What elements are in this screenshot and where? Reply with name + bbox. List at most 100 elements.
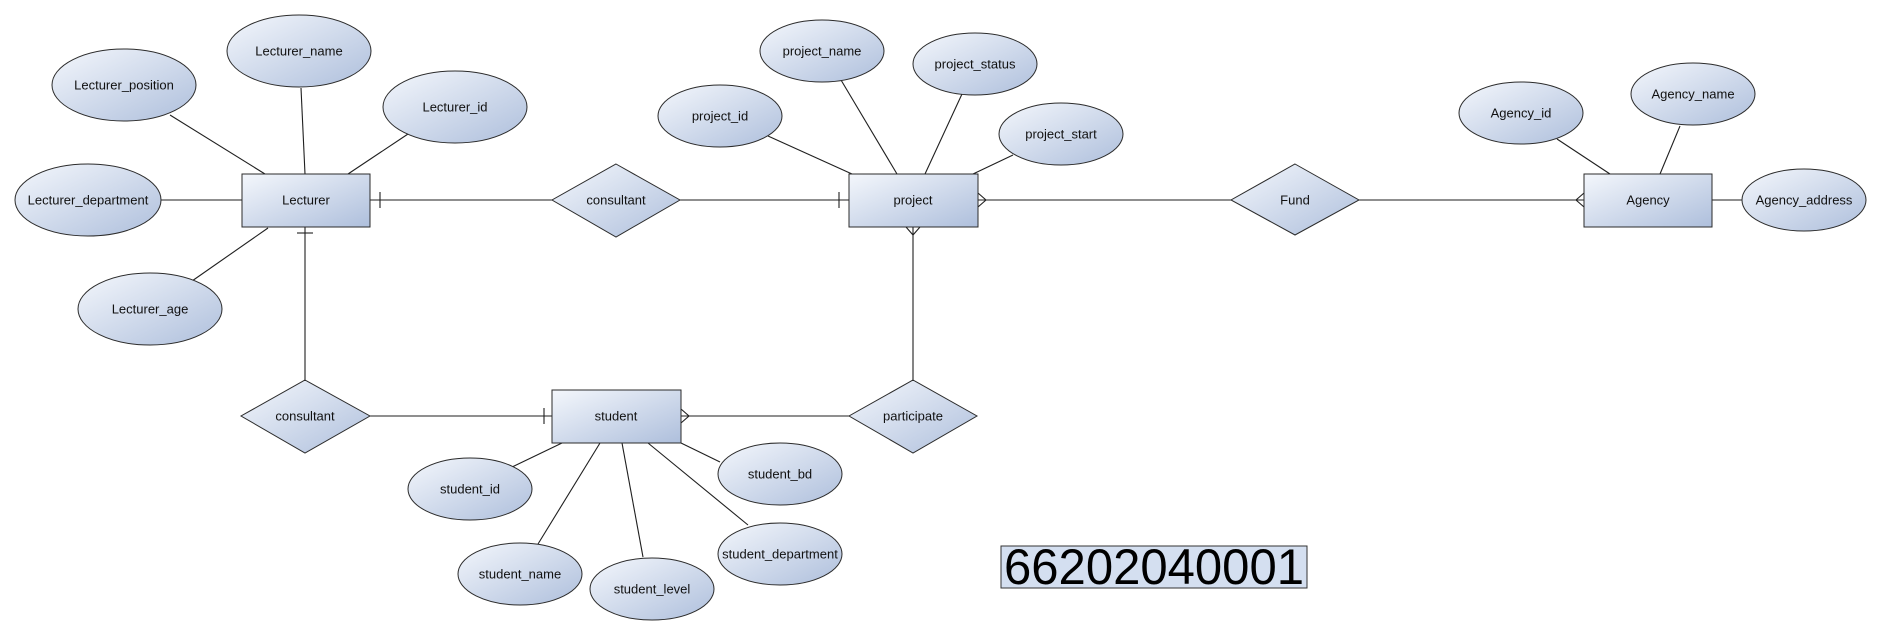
edge-student-department xyxy=(647,442,749,526)
attribute-ellipse xyxy=(589,557,715,621)
id-stamp-text: 66202040001 xyxy=(1004,539,1304,595)
edge-agency-name xyxy=(1659,125,1681,175)
edge-student-id xyxy=(509,442,563,469)
attribute-student-id[interactable]: student_id xyxy=(407,457,533,521)
attribute-project-id[interactable]: project_id xyxy=(657,84,783,148)
entity-lecturer[interactable]: Lecturer xyxy=(241,173,371,228)
edge-project-start xyxy=(972,154,1014,175)
entity-lecturer-label: Lecturer xyxy=(282,193,330,208)
attribute-lecturer-department[interactable]: Lecturer_department xyxy=(14,163,162,237)
attribute-label: student_bd xyxy=(748,467,812,482)
attribute-ellipse xyxy=(457,542,583,606)
entity-project[interactable]: project xyxy=(848,173,979,228)
connectors xyxy=(160,79,1742,558)
attribute-project-name[interactable]: project_name xyxy=(759,19,885,83)
relationship-participate-diamond xyxy=(847,379,979,454)
attribute-label: student_level xyxy=(614,582,691,597)
attribute-project-status[interactable]: project_status xyxy=(912,32,1038,96)
attribute-label: project_start xyxy=(1025,127,1097,142)
relationship-consultant2-label: consultant xyxy=(275,409,335,424)
attribute-ellipse xyxy=(51,48,197,122)
attribute-ellipse xyxy=(77,272,223,346)
attribute-agency-id[interactable]: Agency_id xyxy=(1458,81,1584,145)
relationship-participate[interactable]: participate xyxy=(847,379,979,454)
id-stamp-box xyxy=(1000,545,1308,589)
attribute-ellipse xyxy=(717,522,843,586)
many-marker-project-bottom xyxy=(905,226,921,236)
edge-student-level xyxy=(621,442,644,558)
attribute-student-department[interactable]: student_department xyxy=(717,522,843,586)
many-marker-agency-left xyxy=(1575,192,1585,208)
entity-agency-box xyxy=(1583,173,1713,228)
attribute-agency-name[interactable]: Agency_name xyxy=(1630,62,1756,126)
attribute-lecturer-id[interactable]: Lecturer_id xyxy=(382,70,528,144)
edge-lecturer-age xyxy=(191,227,269,282)
relationship-consultant-diamond xyxy=(550,163,682,238)
attribute-label: Agency_address xyxy=(1756,193,1853,208)
relationship-consultant-lecturer-student[interactable]: consultant xyxy=(239,379,372,454)
attribute-label: Lecturer_age xyxy=(112,302,189,317)
attribute-student-bd[interactable]: student_bd xyxy=(717,442,843,506)
edge-project-id xyxy=(767,135,853,175)
attribute-ellipse xyxy=(226,14,372,88)
relationship-consultant2-diamond xyxy=(239,379,372,454)
entity-project-label: project xyxy=(893,193,932,208)
entity-student-label: student xyxy=(595,409,638,424)
cardinality-markers xyxy=(297,192,1585,424)
attribute-label: Lecturer_name xyxy=(255,44,342,59)
relationship-fund-label: Fund xyxy=(1280,193,1310,208)
entity-student-box xyxy=(551,389,682,444)
attribute-label: Agency_id xyxy=(1491,106,1552,121)
attribute-project-start[interactable]: project_start xyxy=(998,102,1124,166)
attribute-label: Lecturer_id xyxy=(422,100,487,115)
entity-agency-label: Agency xyxy=(1626,193,1670,208)
relationship-consultant-label: consultant xyxy=(586,193,646,208)
edge-lecturer-id xyxy=(347,133,409,175)
attribute-label: student_id xyxy=(440,482,500,497)
attribute-ellipse xyxy=(1458,81,1584,145)
attribute-label: project_name xyxy=(783,44,862,59)
edge-student-name xyxy=(537,442,601,545)
entity-project-box xyxy=(848,173,979,228)
entity-student[interactable]: student xyxy=(551,389,682,444)
attribute-ellipse xyxy=(1630,62,1756,126)
attribute-label: project_status xyxy=(935,57,1016,72)
attribute-ellipse xyxy=(407,457,533,521)
attribute-ellipse xyxy=(382,70,528,144)
attribute-label: Agency_name xyxy=(1651,87,1734,102)
attribute-ellipse xyxy=(759,19,885,83)
attribute-ellipse xyxy=(912,32,1038,96)
entity-lecturer-box xyxy=(241,173,371,228)
attribute-ellipse xyxy=(14,163,162,237)
edge-lecturer-position xyxy=(169,114,266,175)
edge-agency-id xyxy=(1556,138,1611,175)
edge-project-name xyxy=(840,79,898,175)
many-marker-project-right xyxy=(977,192,987,208)
attribute-student-name[interactable]: student_name xyxy=(457,542,583,606)
entity-agency[interactable]: Agency xyxy=(1583,173,1713,228)
attribute-label: student_name xyxy=(479,567,561,582)
relationship-fund[interactable]: Fund xyxy=(1229,163,1361,236)
attribute-student-level[interactable]: student_level xyxy=(589,557,715,621)
relationship-participate-label: participate xyxy=(883,409,943,424)
attribute-lecturer-name[interactable]: Lecturer_name xyxy=(226,14,372,88)
attribute-label: Lecturer_department xyxy=(28,193,149,208)
attribute-lecturer-position[interactable]: Lecturer_position xyxy=(51,48,197,122)
relationship-consultant-lecturer-project[interactable]: consultant xyxy=(550,163,682,238)
attribute-agency-address[interactable]: Agency_address xyxy=(1741,168,1867,232)
attribute-label: project_id xyxy=(692,109,748,124)
relationship-fund-diamond xyxy=(1229,163,1361,236)
attribute-ellipse xyxy=(717,442,843,506)
edge-lecturer-name xyxy=(300,87,306,175)
attribute-label: Lecturer_position xyxy=(74,78,174,93)
attribute-label: student_department xyxy=(722,547,838,562)
many-marker-student-right xyxy=(680,408,690,424)
edge-project-status xyxy=(924,93,963,175)
edge-student-bd xyxy=(680,442,721,463)
attribute-lecturer-age[interactable]: Lecturer_age xyxy=(77,272,223,346)
attribute-ellipse xyxy=(998,102,1124,166)
attribute-ellipse xyxy=(657,84,783,148)
id-stamp: 66202040001 xyxy=(1000,539,1308,595)
attribute-ellipse xyxy=(1741,168,1867,232)
